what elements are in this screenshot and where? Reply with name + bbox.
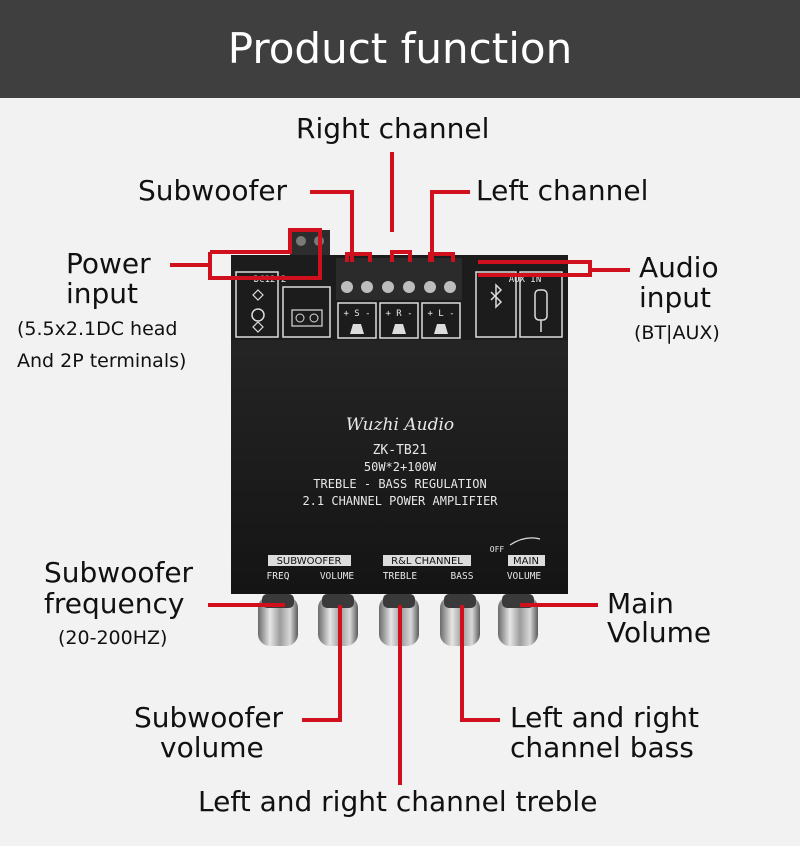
dc-jack-icon (251, 308, 265, 322)
callout-left-channel (430, 190, 470, 262)
speaker-icon (392, 324, 406, 334)
regulation-text: TREBLE - BASS REGULATION (313, 477, 486, 491)
label-sub-freq-2: frequency (44, 587, 185, 620)
description-text: 2.1 CHANNEL POWER AMPLIFIER (302, 494, 498, 508)
callout-subwoofer (310, 190, 354, 262)
callout-right-bracket (390, 250, 412, 262)
label-sub-volume-2: volume (160, 731, 264, 764)
knob-freq (258, 594, 298, 646)
group-main-label: MAIN (513, 556, 539, 567)
label-lr-bass-1: Left and right (510, 701, 699, 734)
callout-audio-bracket (478, 260, 592, 277)
label-sub-volume-1: Subwoofer (134, 701, 284, 734)
label-main-volume-2: Volume (607, 616, 712, 649)
amplifier-board: + S - + R - + L - DC12-2 AUX IN Wuzhi Au… (231, 230, 568, 594)
terminal-s-label: + S - (343, 309, 370, 319)
knobs (258, 594, 538, 646)
label-audio-input-2: input (639, 281, 712, 314)
terminal-r-label: + R - (385, 309, 412, 319)
label-right-channel: Right channel (296, 112, 490, 145)
callout-power-bracket (208, 228, 322, 280)
group-rl-label: R&L CHANNEL (391, 556, 463, 567)
volume-arc-icon (509, 537, 541, 546)
brand-logo: Wuzhi Audio (346, 415, 454, 435)
label-left-channel: Left channel (476, 174, 649, 207)
callout-left-bracket (428, 252, 455, 262)
power-terminal-block (290, 230, 330, 255)
label-audio-note: (BT|AUX) (634, 322, 720, 344)
off-label: OFF (490, 545, 505, 554)
terminal-2p-icon (291, 309, 323, 327)
knob-main-volume-label: VOLUME (507, 571, 542, 582)
label-audio-input-1: Audio (639, 251, 719, 284)
model-text: ZK-TB21 (373, 443, 428, 458)
speaker-terminal-block (336, 258, 462, 300)
power-text: 50W*2+100W (364, 460, 437, 474)
terminal-l-label: + L - (427, 309, 454, 319)
knob-main-volume (498, 594, 538, 646)
group-subwoofer-label: SUBWOOFER (277, 556, 342, 567)
knob-treble-label: TREBLE (383, 571, 418, 582)
speaker-icon (434, 324, 448, 334)
callout-lr-bass (460, 605, 500, 722)
callout-sub-volume (302, 605, 342, 722)
page-title: Product function (227, 24, 573, 73)
label-lr-treble: Left and right channel treble (198, 785, 598, 818)
label-sub-freq-note: (20-200HZ) (58, 627, 168, 649)
label-power-note-2: And 2P terminals) (17, 350, 187, 372)
label-sub-freq-1: Subwoofer (44, 556, 194, 589)
callout-lines (170, 152, 630, 785)
knob-bass-label: BASS (451, 571, 474, 582)
bluetooth-icon (490, 283, 503, 309)
callout-subwoofer-bracket (345, 252, 372, 262)
header-bar: Product function (0, 0, 800, 98)
label-power-input-1: Power (66, 247, 151, 280)
aux-label: AUX IN (509, 275, 542, 285)
label-power-input-2: input (66, 277, 139, 310)
speaker-icon (350, 324, 364, 334)
knob-freq-label: FREQ (267, 571, 290, 582)
knob-volume-label: VOLUME (320, 571, 355, 582)
label-subwoofer: Subwoofer (138, 174, 288, 207)
label-power-note-1: (5.5x2.1DC head (17, 318, 178, 340)
label-main-volume-1: Main (607, 587, 674, 620)
label-lr-bass-2: channel bass (510, 731, 694, 764)
